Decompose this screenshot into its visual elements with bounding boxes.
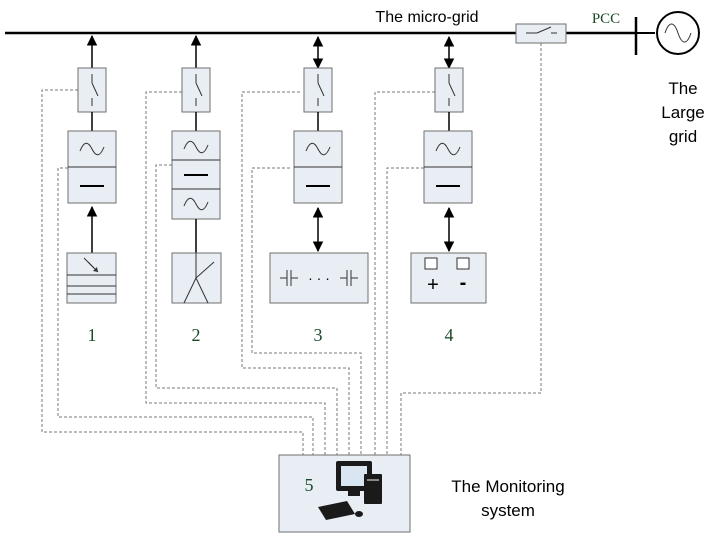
unit-2-breaker-icon: [181, 67, 211, 113]
monitoring-label-line1: The Monitoring: [451, 477, 564, 496]
unit-4-number: 4: [445, 325, 454, 345]
large-grid-line3: grid: [669, 127, 697, 146]
battery-minus: -: [460, 272, 467, 294]
unit-3-breaker-icon: [303, 67, 333, 113]
large-grid-source-icon: [656, 11, 700, 55]
battery-icon: + -: [410, 252, 487, 304]
monitoring-label-line2: system: [481, 501, 535, 520]
unit-3-number: 3: [314, 325, 323, 345]
unit-4: + - 4: [410, 35, 487, 345]
unit-3-inverter-icon: [293, 130, 343, 204]
unit-1-breaker-icon: [77, 67, 107, 113]
large-grid-line2: Large: [661, 103, 704, 122]
pcc-label: PCC: [592, 11, 620, 27]
large-grid-line1: The: [668, 79, 697, 98]
unit-1-inverter-icon: [67, 130, 117, 204]
wind-turbine-icon: [171, 252, 222, 304]
unit-2-number: 2: [192, 325, 201, 345]
capacitor-dots: · · ·: [308, 270, 330, 286]
unit-3: · · · 3: [269, 35, 369, 345]
unit-4-breaker-icon: [434, 67, 464, 113]
computer-icon: [318, 461, 382, 520]
monitoring-number: 5: [305, 475, 314, 495]
monitoring-signal-lines: [41, 43, 542, 455]
unit-4-inverter-icon: [423, 130, 473, 204]
unit-2-converter-icon: [171, 130, 221, 220]
capacitor-bank-icon: · · ·: [269, 252, 369, 304]
monitoring-system: 5: [278, 454, 411, 533]
pcc-switch: [515, 23, 567, 44]
unit-2: 2: [171, 34, 222, 345]
pv-panel-icon: [66, 252, 117, 304]
unit-1-number: 1: [88, 325, 97, 345]
battery-plus: +: [427, 274, 439, 296]
unit-1: 1: [66, 34, 117, 345]
bus-label: The micro-grid: [375, 9, 478, 26]
